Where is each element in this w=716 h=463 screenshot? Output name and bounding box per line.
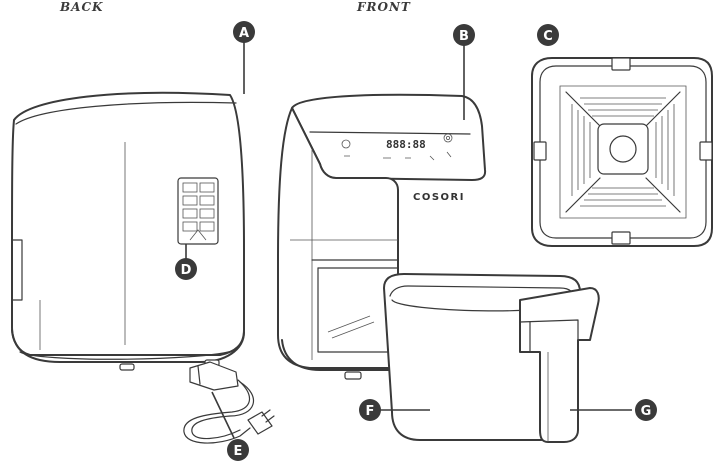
callout-b: B [453, 24, 475, 46]
svg-text:B: B [459, 29, 469, 44]
brand-logo: COSORI [413, 192, 465, 203]
callout-e: E [227, 439, 249, 461]
callout-c: C [537, 24, 559, 46]
power-cord [184, 362, 274, 443]
callout-f: F [359, 399, 381, 421]
back-view-fryer [12, 93, 274, 443]
svg-text:F: F [366, 404, 375, 419]
svg-text:E: E [234, 444, 243, 459]
svg-text:G: G [641, 404, 652, 419]
callout-d: D [175, 258, 197, 280]
basket [384, 274, 599, 442]
display-digits: 888:88 [386, 138, 426, 151]
svg-text:D: D [181, 263, 192, 278]
crisper-plate [532, 58, 712, 246]
svg-text:C: C [543, 29, 553, 44]
callout-g: G [635, 399, 657, 421]
callout-a: A [233, 21, 255, 43]
back-vent-grille [178, 178, 218, 244]
svg-text:A: A [239, 26, 249, 41]
